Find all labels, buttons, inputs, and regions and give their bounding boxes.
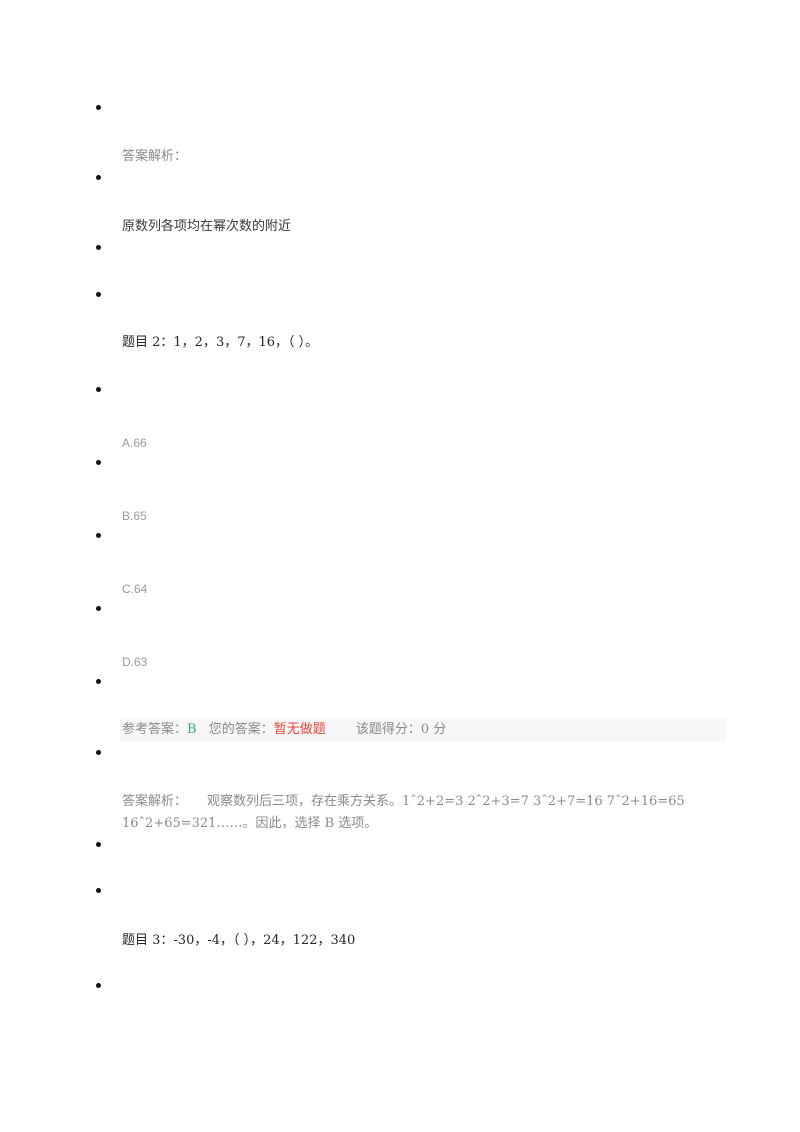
list-bullet (96, 292, 101, 297)
q2-analysis-label: 答案解析： (122, 794, 188, 809)
answer-result-bar: 参考答案：B 您的答案：暂无做题 该题得分：0 分 (120, 718, 726, 741)
list-bullet (96, 750, 101, 755)
q1-analysis-label: 答案解析： (122, 149, 188, 164)
score-value: 0 分 (420, 722, 447, 737)
option-c[interactable]: C.64 (122, 582, 148, 596)
list-bullet (96, 533, 101, 538)
list-bullet (96, 387, 101, 392)
list-bullet (96, 679, 101, 684)
your-answer-label: 您的答案： (208, 722, 274, 737)
list-bullet (96, 606, 101, 611)
reference-answer-label: 参考答案： (122, 722, 188, 737)
q2-analysis-text-line2: 16ˆ2+65=321……。因此，选择 B 选项。 (122, 816, 378, 831)
list-bullet (96, 888, 101, 893)
your-answer-value: 暂无做题 (273, 722, 326, 737)
question-3-title: 题目 3：-30，-4，（ ），24，122，340 (122, 933, 356, 948)
list-bullet (96, 175, 101, 180)
score-label: 该题得分： (355, 722, 421, 737)
list-bullet (96, 460, 101, 465)
q2-analysis-line1: 答案解析： 观察数列后三项，存在乘方关系。1ˆ2+2=3 2ˆ2+3=7 3ˆ2+… (122, 793, 685, 811)
option-a[interactable]: A.66 (122, 436, 147, 450)
reference-answer-value: B (187, 722, 197, 737)
list-bullet (96, 245, 101, 250)
q2-analysis-text-line1: 观察数列后三项，存在乘方关系。1ˆ2+2=3 2ˆ2+3=7 3ˆ2+7=16 … (207, 794, 685, 809)
list-bullet (96, 842, 101, 847)
list-bullet (96, 983, 101, 988)
question-2-title: 题目 2：1，2，3，7，16，（ ）。 (122, 335, 319, 350)
q1-analysis-text: 原数列各项均在幂次数的附近 (122, 219, 292, 234)
list-bullet (96, 105, 101, 110)
option-b[interactable]: B.65 (122, 509, 147, 523)
option-d[interactable]: D.63 (122, 655, 148, 669)
